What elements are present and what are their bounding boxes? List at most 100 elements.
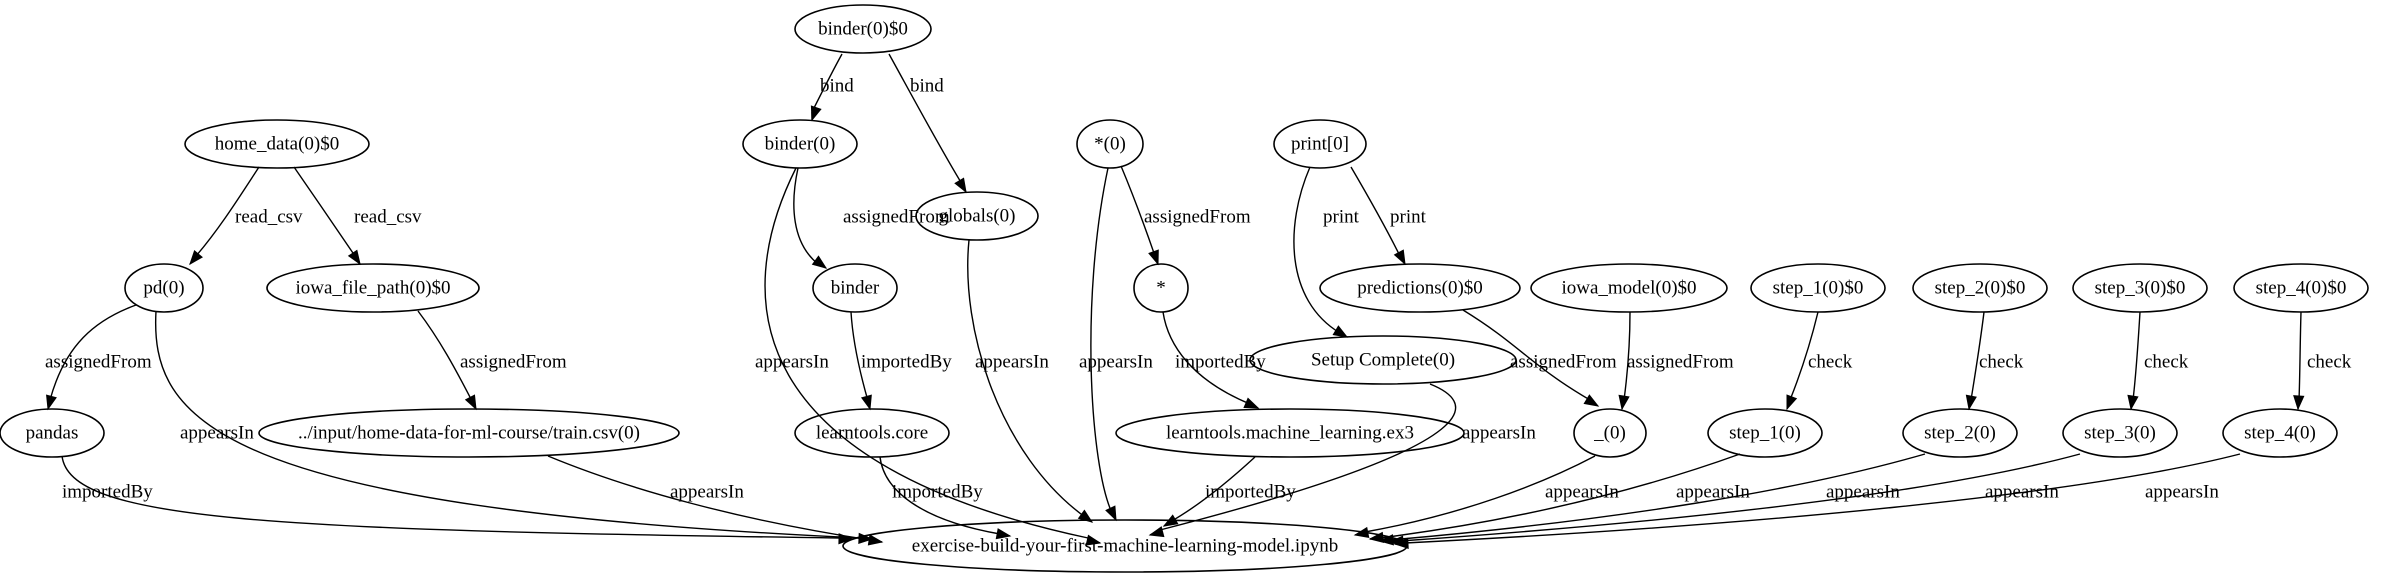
node-label: ../input/home-data-for-ml-course/train.c…: [298, 423, 640, 444]
node-label: _(0): [1593, 423, 1626, 444]
edge-line: [1970, 311, 1985, 401]
node-label: step_1(0)$0: [1773, 278, 1864, 299]
edge-label: appearsIn: [975, 352, 1049, 373]
node-star0: *(0): [1076, 119, 1144, 169]
edge-line: [61, 455, 841, 539]
edge-line-tail: [1399, 255, 1406, 265]
edge-line: [195, 166, 260, 257]
edge-label: assignedFrom: [1510, 352, 1617, 373]
node-label: step_3(0)$0: [2095, 278, 2186, 299]
node-ellipse: [1249, 335, 1517, 385]
edge-line-tail: [1087, 537, 1101, 544]
node-ellipse: [794, 4, 932, 54]
node-s2: step_2(0): [1902, 408, 2018, 458]
edge-label: assignedFrom: [1627, 352, 1734, 373]
node-iowafp: iowa_file_path(0)$0: [266, 263, 480, 313]
edge-label: appearsIn: [670, 482, 744, 503]
edge-label: appearsIn: [1462, 423, 1536, 444]
edge-line-tail: [1163, 521, 1171, 527]
node-ellipse: [2222, 408, 2338, 458]
edge-line: [967, 239, 1086, 518]
edge-label: check: [2307, 352, 2352, 373]
node-label: binder(0): [765, 134, 836, 155]
edge-line: [1162, 311, 1251, 405]
edge-star0-to-nb: appearsIn: [1079, 167, 1153, 522]
node-ellipse: [258, 408, 680, 458]
node-ellipse: [812, 263, 898, 313]
node-ellipse: [2062, 408, 2178, 458]
edge-line: [1789, 311, 1819, 401]
node-ellipse: [2072, 263, 2208, 313]
edge-line: [888, 53, 963, 185]
edge-line-tail: [189, 255, 197, 265]
edge-line-tail: [1149, 529, 1161, 536]
edge-print-to-pred: print: [1350, 166, 1427, 266]
edge-label: appearsIn: [2145, 482, 2219, 503]
edge-label: appearsIn: [1079, 352, 1153, 373]
edge-line: [1364, 455, 1596, 533]
node-iowam: iowa_model(0)$0: [1530, 263, 1728, 313]
node-ellipse: [794, 408, 950, 458]
edge-line-tail: [1786, 399, 1791, 410]
edge-line: [879, 456, 1001, 535]
node-label: iowa_model(0)$0: [1561, 278, 1696, 299]
node-label: predictions(0)$0: [1357, 278, 1483, 299]
edge-line: [1379, 453, 1741, 539]
node-ellipse: [1530, 263, 1728, 313]
edge-line-tail: [354, 255, 361, 265]
edge-line: [1350, 166, 1401, 257]
edge-label: bind: [820, 76, 854, 97]
node-binder0: binder(0): [742, 119, 858, 169]
edge-line-tail: [1389, 540, 1401, 543]
arrowhead: [1786, 394, 1798, 411]
edge-binder0s-to-globals: bind: [888, 53, 967, 194]
edge-label: importedBy: [892, 482, 983, 503]
edge-label: read_csv: [235, 207, 303, 228]
edge-label: importedBy: [861, 352, 952, 373]
edge-label: assignedFrom: [45, 352, 152, 373]
edge-label: appearsIn: [1826, 482, 1900, 503]
edge-s4-to-nb: appearsIn: [1393, 453, 2241, 550]
node-ellipse: [1902, 408, 2018, 458]
node-s4s: step_4(0)$0: [2233, 263, 2369, 313]
node-label: print[0]: [1291, 134, 1349, 155]
edge-binder0s-to-binder0: bind: [810, 53, 854, 122]
edge-label: print: [1323, 207, 1360, 228]
edge-label: importedBy: [1205, 482, 1296, 503]
arrowhead: [995, 528, 1012, 540]
edge-line-tail: [961, 183, 967, 193]
edge-ltcore-to-nb: importedBy: [879, 456, 1012, 540]
edge-line-tail: [867, 400, 871, 410]
node-s3s: step_3(0)$0: [2072, 263, 2208, 313]
edge-print-to-setup: print: [1293, 166, 1360, 338]
node-ellipse: [1750, 263, 1886, 313]
node-globals: globals(0): [915, 191, 1039, 241]
arrowhead: [810, 105, 822, 122]
arrowhead: [464, 394, 477, 411]
arrowhead: [811, 255, 828, 269]
edge-line: [1090, 167, 1113, 514]
edge-binder-to-ltcore: importedBy: [850, 311, 952, 411]
node-binder: binder: [812, 263, 898, 313]
edge-label: appearsIn: [180, 423, 254, 444]
node-s1s: step_1(0)$0: [1750, 263, 1886, 313]
node-label: binder: [831, 278, 880, 299]
edge-label: assignedFrom: [460, 352, 567, 373]
node-label: learntools.core: [816, 423, 928, 444]
edge-line-tail: [1621, 399, 1625, 410]
node-label: *: [1156, 278, 1166, 299]
edge-label: assignedFrom: [1144, 207, 1251, 228]
node-ltml: learntools.machine_learning.ex3: [1115, 408, 1465, 458]
edge-s3s-to-s3: check: [2127, 311, 2189, 411]
edge-s1s-to-s1: check: [1786, 311, 1853, 411]
edge-home-to-iowafp: read_csv: [293, 166, 422, 266]
node-csv: ../input/home-data-for-ml-course/train.c…: [258, 408, 680, 458]
edge-line: [547, 455, 871, 541]
node-ellipse: [1115, 408, 1465, 458]
edge-label: check: [1979, 352, 2024, 373]
node-s3: step_3(0): [2062, 408, 2178, 458]
edge-line-tail: [1379, 539, 1391, 542]
edge-label: read_csv: [354, 207, 422, 228]
edge-line: [1120, 165, 1156, 257]
